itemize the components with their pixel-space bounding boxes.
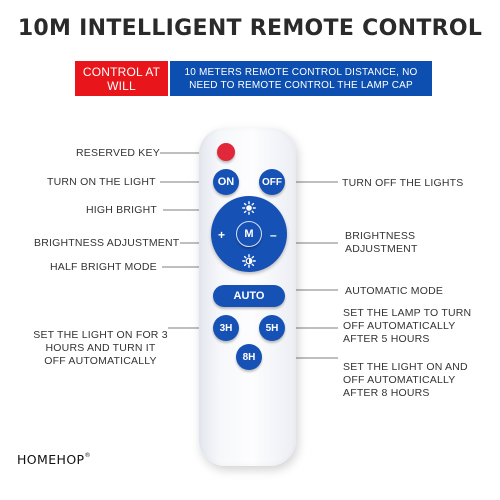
brand-name: HOMEHOP (17, 452, 85, 467)
label-timer-3h: SET THE LIGHT ON FOR 3 HOURS AND TURN IT… (28, 329, 173, 368)
banner-highlight: CONTROL AT WILL (75, 61, 168, 96)
mode-button[interactable]: M (236, 221, 262, 247)
label-timer-8h-line3: AFTER 8 HOURS (343, 387, 430, 399)
label-timer-5h: SET THE LAMP TO TURN OFF AUTOMATICALLY A… (343, 307, 471, 346)
on-button[interactable]: ON (213, 169, 239, 195)
label-turn-on: TURN ON THE LIGHT (47, 176, 156, 188)
label-timer-3h-line1: SET THE LIGHT ON FOR 3 (33, 329, 168, 341)
label-brightness-left: BRIGHTNESS ADJUSTMENT (34, 237, 180, 249)
timer-8h-button[interactable]: 8H (236, 344, 262, 370)
label-timer-5h-line1: SET THE LAMP TO TURN (343, 307, 472, 319)
label-timer-8h: SET THE LIGHT ON AND OFF AUTOMATICALLY A… (343, 361, 468, 400)
label-automatic-mode: AUTOMATIC MODE (345, 285, 444, 297)
off-button[interactable]: OFF (259, 169, 285, 195)
label-high-bright: HIGH BRIGHT (86, 204, 158, 216)
brand-logo: HOMEHOP® (17, 452, 91, 467)
label-timer-8h-line2: OFF AUTOMATICALLY (343, 374, 456, 386)
registered-mark: ® (84, 452, 91, 459)
timer-5h-button[interactable]: 5H (259, 315, 285, 341)
reserved-key-button[interactable] (217, 143, 235, 161)
brightness-minus-button[interactable]: – (270, 228, 277, 242)
label-brightness-right: BRIGHTNESS ADJUSTMENT (345, 230, 418, 256)
brightness-plus-button[interactable]: + (218, 228, 226, 242)
high-bright-sun-icon[interactable] (242, 201, 256, 215)
label-half-bright: HALF BRIGHT MODE (50, 261, 157, 273)
banner-description: 10 METERS REMOTE CONTROL DISTANCE, NO NE… (170, 61, 432, 96)
label-timer-5h-line3: AFTER 5 HOURS (343, 333, 430, 345)
label-reserved-key: RESERVED KEY (76, 147, 160, 159)
label-turn-off: TURN OFF THE LIGHTS (342, 177, 464, 189)
label-brightness-right-line1: BRIGHTNESS (345, 230, 416, 242)
page-title: 10M INTELLIGENT REMOTE CONTROL (17, 16, 483, 41)
timer-3h-button[interactable]: 3H (213, 315, 239, 341)
label-timer-3h-line2: HOURS AND TURN IT (45, 342, 156, 354)
auto-button[interactable]: AUTO (213, 285, 285, 307)
label-brightness-right-line2: ADJUSTMENT (345, 243, 418, 255)
label-timer-3h-line3: OFF AUTOMATICALLY (44, 355, 157, 367)
label-timer-5h-line2: OFF AUTOMATICALLY (343, 320, 456, 332)
half-bright-sun-icon[interactable] (242, 254, 256, 268)
label-timer-8h-line1: SET THE LIGHT ON AND (343, 361, 468, 373)
